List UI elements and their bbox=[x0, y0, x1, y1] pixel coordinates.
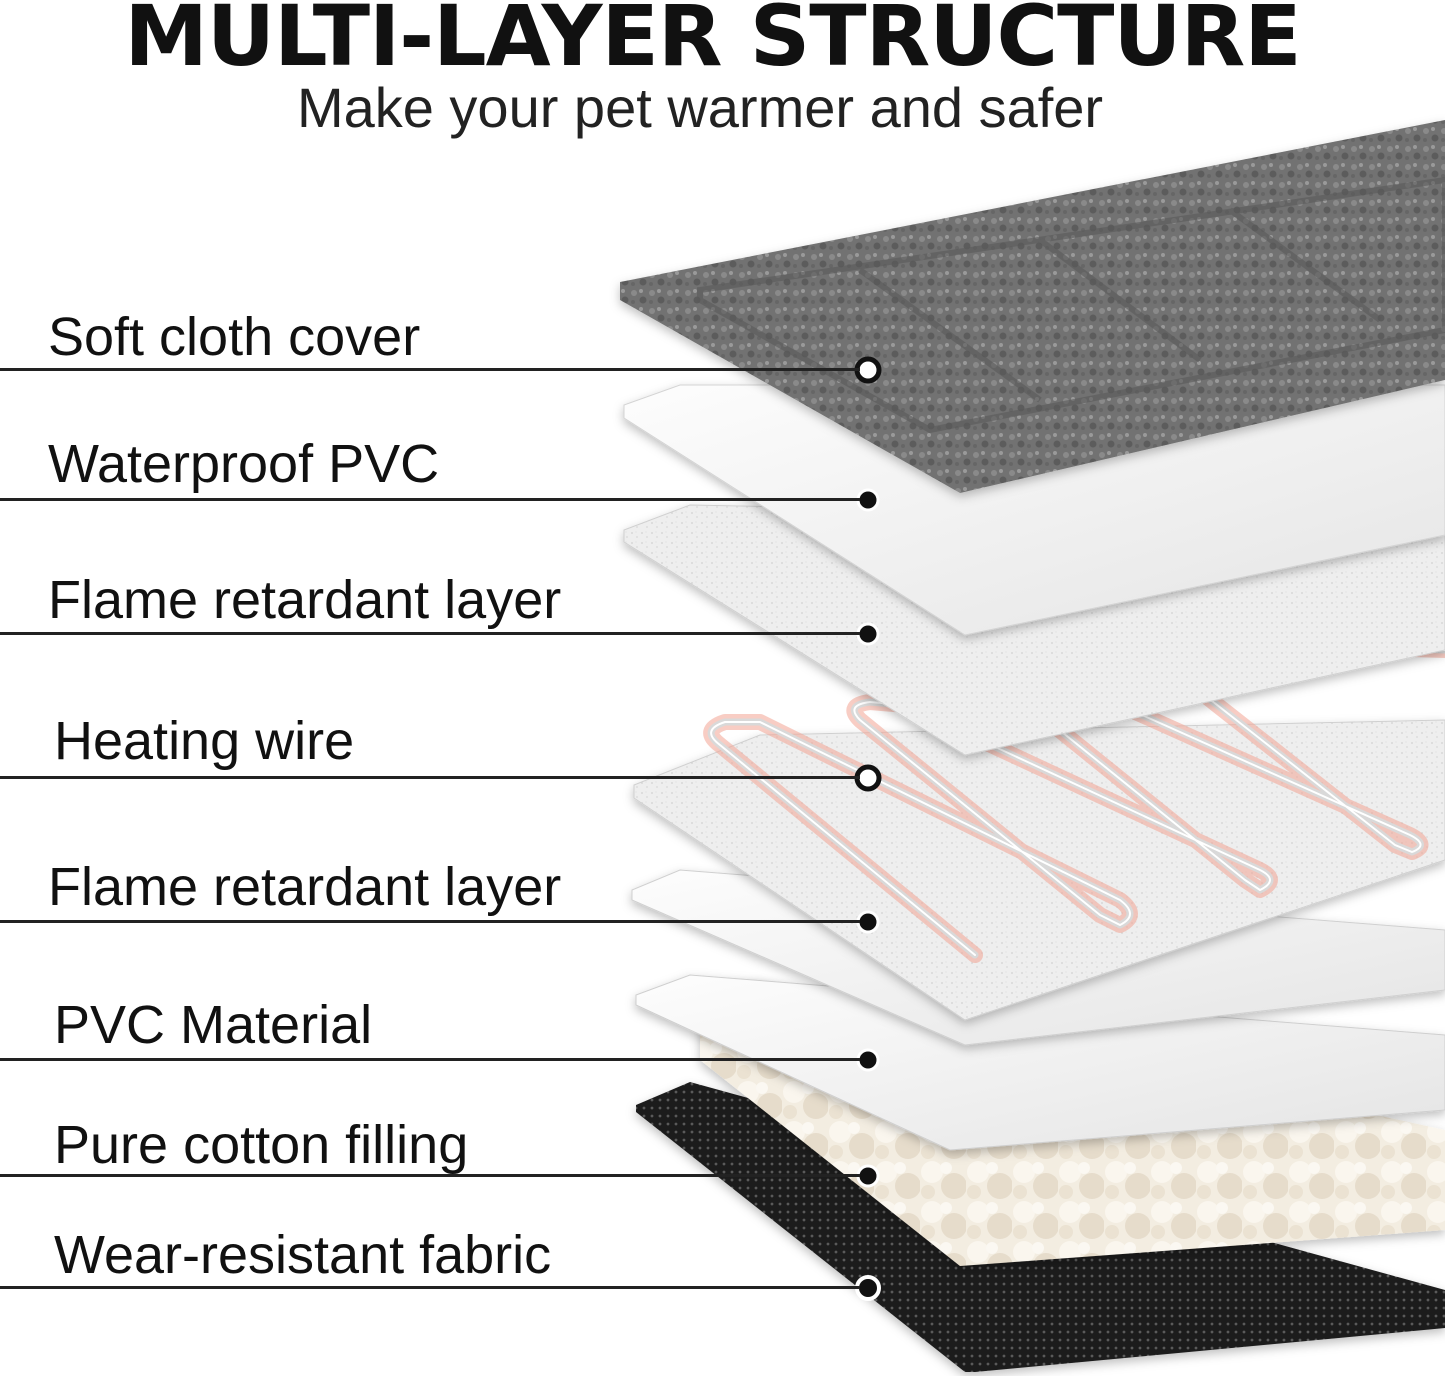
label-flame-retardant-lower: Flame retardant layer bbox=[48, 857, 562, 917]
label-waterproof-pvc: Waterproof PVC bbox=[48, 434, 440, 494]
layer-pvc-material bbox=[635, 974, 1445, 1151]
leader-line-cotton-filling bbox=[0, 1174, 860, 1177]
label-flame-retardant-upper: Flame retardant layer bbox=[48, 570, 562, 630]
dot-soft-cloth-cover bbox=[854, 356, 882, 384]
cover-quilting bbox=[697, 176, 1445, 434]
label-heating-wire: Heating wire bbox=[54, 711, 355, 771]
page-subtitle: Make your pet warmer and safer bbox=[296, 76, 1104, 139]
heating-wire-icon bbox=[703, 634, 1445, 963]
dot-heating-wire bbox=[854, 764, 882, 792]
leader-line-pvc-material bbox=[0, 1058, 860, 1061]
dot-flame-retardant-upper bbox=[856, 622, 880, 646]
dot-waterproof-pvc bbox=[856, 488, 880, 512]
leader-line-heating-wire bbox=[0, 776, 860, 779]
leader-line-flame-retardant-lower bbox=[0, 920, 860, 923]
label-soft-cloth-cover: Soft cloth cover bbox=[48, 307, 421, 367]
dot-pvc-material bbox=[856, 1048, 880, 1072]
dot-cotton-filling bbox=[856, 1164, 880, 1188]
label-cotton-filling: Pure cotton filling bbox=[54, 1115, 469, 1175]
page-title: MULTI-LAYER STRUCTURE bbox=[124, 0, 1301, 85]
dot-flame-retardant-lower bbox=[856, 910, 880, 934]
label-wear-resistant-fabric: Wear-resistant fabric bbox=[54, 1225, 552, 1285]
leader-line-wear-resistant-fabric bbox=[0, 1286, 860, 1289]
label-pvc-material: PVC Material bbox=[54, 995, 373, 1055]
dot-wear-resistant-fabric bbox=[855, 1275, 881, 1301]
layer-waterproof-pvc bbox=[623, 384, 1445, 636]
leader-line-soft-cloth-cover bbox=[0, 368, 860, 371]
leader-line-flame-retardant-upper bbox=[0, 632, 860, 635]
leader-line-waterproof-pvc bbox=[0, 498, 860, 501]
